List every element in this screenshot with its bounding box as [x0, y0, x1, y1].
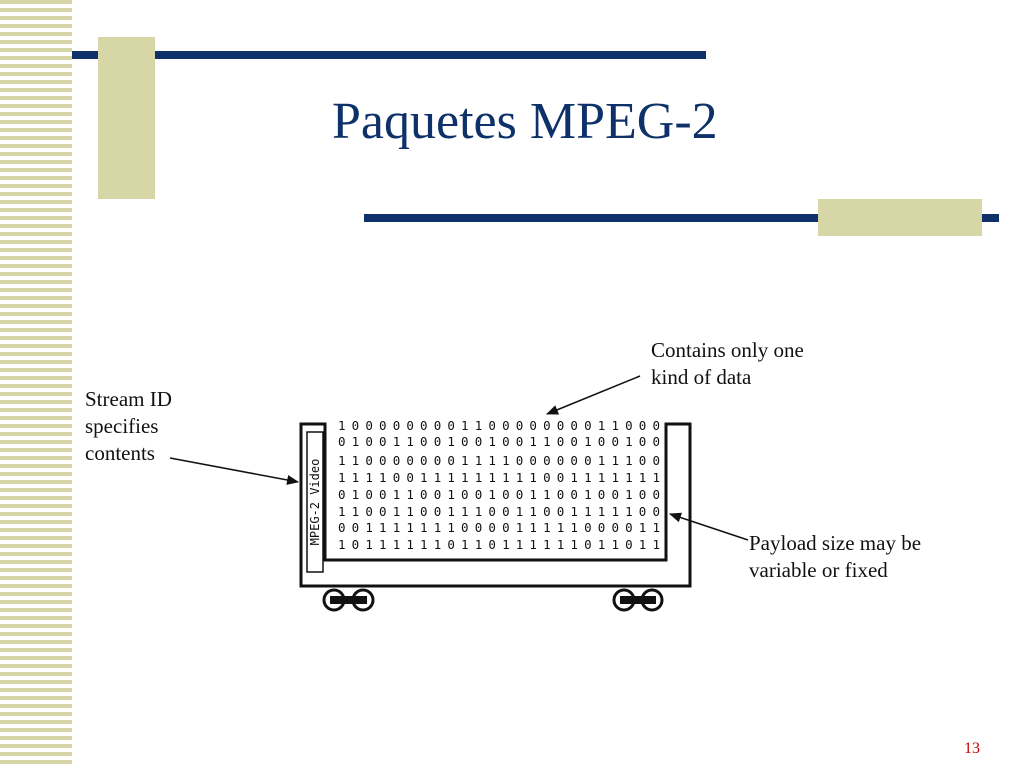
- stream-id-arrow: [169, 457, 299, 485]
- page-number: 13: [964, 740, 980, 757]
- side-stripe-decoration: [0, 0, 72, 768]
- contains-arrow: [546, 375, 641, 415]
- stream-id-callout: Stream ID specifies contents: [85, 387, 172, 465]
- bit-row: 101111110110111111011011: [338, 537, 660, 552]
- slide-title: Paquetes MPEG-2: [332, 93, 718, 150]
- title-top-rule: [72, 51, 706, 59]
- bit-row: 001111111000011111000011: [338, 520, 660, 535]
- title-bottom-rule: [364, 214, 999, 222]
- left-wheel-set: [322, 588, 375, 612]
- bit-row: 110000000111100000011100: [338, 453, 660, 468]
- right-wheel-set: [612, 588, 664, 612]
- bit-row: 111100111111111001111111: [338, 470, 660, 485]
- payload-callout: Payload size may be variable or fixed: [749, 531, 922, 582]
- stream-id-header-label: MPEG-2 Video: [308, 459, 322, 546]
- title-bottom-accent: [818, 199, 982, 236]
- title-accent-block: [98, 37, 155, 199]
- bit-row: 100000000110000000011000: [338, 418, 660, 433]
- payload-arrow: [669, 512, 749, 541]
- bit-row: 110011001110011001111100: [338, 504, 660, 519]
- contains-callout: Contains only one kind of data: [651, 338, 804, 389]
- bit-row: 010011001001001100100100: [338, 487, 660, 502]
- bit-row: 010011001001001100100100: [338, 434, 660, 449]
- payload-bits: 100000000110000000011000 010011001001001…: [338, 418, 660, 552]
- stream-id-header-box: [306, 431, 324, 573]
- packet-body: [299, 422, 692, 588]
